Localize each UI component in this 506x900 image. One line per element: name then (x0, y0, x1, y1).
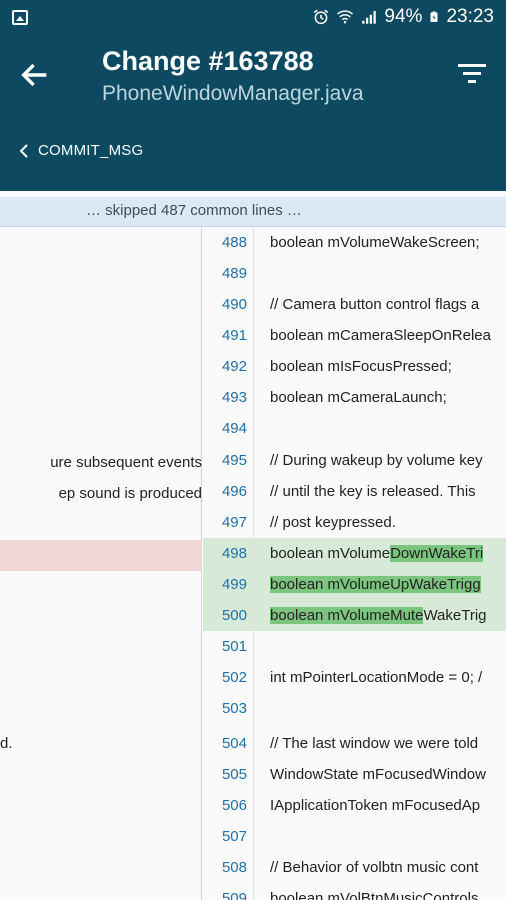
line-number: 498 (221, 545, 247, 562)
code-text: boolean mIsFocusPressed; (270, 358, 452, 375)
line-number: 488 (221, 234, 247, 251)
code-line: 488 boolean mVolumeWakeScreen; (203, 227, 506, 258)
line-number: 489 (221, 265, 247, 282)
code-text: IApplicationToken mFocusedAp (270, 797, 481, 814)
line-number: 504 (221, 735, 247, 752)
app-bar: Change #163788 PhoneWindowManager.java C… (0, 36, 506, 191)
file-name: PhoneWindowManager.java (102, 82, 364, 105)
alarm-icon (314, 9, 329, 25)
code-text: boolean mVolumeUpWakeTrigg (253, 569, 481, 600)
line-number: 497 (221, 514, 247, 531)
code-text-plain: WakeTrig (423, 607, 487, 624)
filter-icon[interactable] (458, 62, 486, 84)
line-number: 500 (221, 607, 247, 624)
battery-icon (430, 11, 438, 22)
code-text: // post keypressed. (270, 514, 396, 531)
code-text: // Behavior of volbtn music cont (270, 859, 479, 876)
code-line: 506 IApplicationToken mFocusedAp (203, 790, 506, 821)
line-number: 509 (221, 890, 247, 900)
page-title: Change #163788 (102, 46, 314, 76)
left-line: ep sound is produced (0, 478, 202, 509)
code-line: 504 // The last window we were told (203, 728, 506, 759)
code-line: 490 // Camera button control flags a (203, 289, 506, 320)
code-line: 494 (203, 413, 506, 444)
signal-icon (362, 11, 377, 24)
line-number: 492 (221, 358, 247, 375)
code-text: int mPointerLocationMode = 0; / (270, 669, 483, 686)
code-text: boolean mVolumeMuteWakeTrig (270, 600, 487, 631)
code-line: 495 // During wakeup by volume key (203, 445, 506, 476)
left-line: ure subsequent events (0, 447, 202, 478)
code-line: 502 int mPointerLocationMode = 0; / (203, 662, 506, 693)
code-text: boolean mCameraLaunch; (270, 389, 447, 406)
code-line-added: 498 boolean mVolumeDownWakeTri (203, 538, 506, 569)
code-line: 493 boolean mCameraLaunch; (203, 382, 506, 413)
code-line-added: 500 boolean mVolumeMuteWakeTrig (203, 600, 506, 631)
left-pane: ure subsequent events ep sound is produc… (0, 227, 202, 900)
code-text-changed: boolean mVolumeMute (270, 607, 424, 624)
line-number: 502 (221, 669, 247, 686)
line-number: 499 (221, 576, 247, 593)
code-line: 496 // until the key is released. This (203, 476, 506, 507)
code-line: 492 boolean mIsFocusPressed; (203, 351, 506, 382)
code-line-added: 499 boolean mVolumeUpWakeTrigg (203, 569, 506, 600)
code-text: boolean mVolumeDownWakeTri (270, 538, 484, 569)
left-code: d. (0, 735, 13, 752)
code-text-changed: DownWakeTri (390, 545, 484, 562)
back-arrow-icon[interactable] (18, 58, 52, 92)
line-number: 491 (221, 327, 247, 344)
line-number: 505 (221, 766, 247, 783)
code-text: // until the key is released. This (270, 483, 476, 500)
left-code: ure subsequent events (50, 454, 202, 471)
line-number: 503 (221, 700, 247, 717)
code-text: // During wakeup by volume key (270, 452, 483, 469)
code-line: 497 // post keypressed. (203, 507, 506, 538)
code-line: 508 // Behavior of volbtn music cont (203, 852, 506, 883)
left-line: d. (0, 728, 202, 759)
line-number: 506 (221, 797, 247, 814)
code-text-changed: boolean mVolumeUpWakeTrigg (270, 576, 481, 593)
code-line: 507 (203, 821, 506, 852)
code-line: 489 (203, 258, 506, 289)
code-text: WindowState mFocusedWindow (270, 766, 486, 783)
line-number: 496 (221, 483, 247, 500)
code-line: 505 WindowState mFocusedWindow (203, 759, 506, 790)
line-number: 490 (221, 296, 247, 313)
diff-view: ure subsequent events ep sound is produc… (0, 227, 506, 900)
code-text: // The last window we were told (270, 735, 479, 752)
code-text: boolean mCameraSleepOnReleа (270, 327, 491, 344)
clock: 23:23 (446, 6, 494, 27)
previous-file-link[interactable]: COMMIT_MSG (18, 142, 143, 159)
status-icons: 94% 23:23 (312, 6, 494, 28)
status-bar: 94% 23:23 (0, 0, 506, 36)
line-number: 495 (221, 452, 247, 469)
line-number: 501 (221, 638, 247, 655)
previous-file-label: COMMIT_MSG (38, 142, 144, 159)
code-line: 509 boolean mVolBtnMusicControls (203, 883, 506, 900)
image-notification-icon (12, 10, 28, 25)
code-line: 503 (203, 693, 506, 724)
left-code: ep sound is produced (58, 485, 202, 502)
battery-percent: 94% (384, 6, 423, 27)
code-line: 491 boolean mCameraSleepOnReleа (203, 320, 506, 351)
gutter-divider (253, 227, 254, 900)
skipped-lines-banner[interactable]: … skipped 487 common lines … (0, 197, 506, 227)
chevron-left-icon (19, 143, 28, 158)
line-number: 508 (221, 859, 247, 876)
code-text: boolean mVolumeWakeScreen; (270, 234, 480, 251)
line-number: 507 (221, 828, 247, 845)
line-number: 494 (221, 420, 247, 437)
right-pane: 488 boolean mVolumeWakeScreen; 489 490 // … (203, 227, 506, 900)
left-line-removed (0, 540, 202, 571)
code-text: boolean mVolBtnMusicControls (270, 890, 479, 900)
wifi-icon (337, 10, 354, 24)
code-text: // Camera button control flags a (270, 296, 480, 313)
code-line: 501 (203, 631, 506, 662)
line-number: 493 (221, 389, 247, 406)
code-text-plain: boolean mVolume (270, 545, 391, 562)
